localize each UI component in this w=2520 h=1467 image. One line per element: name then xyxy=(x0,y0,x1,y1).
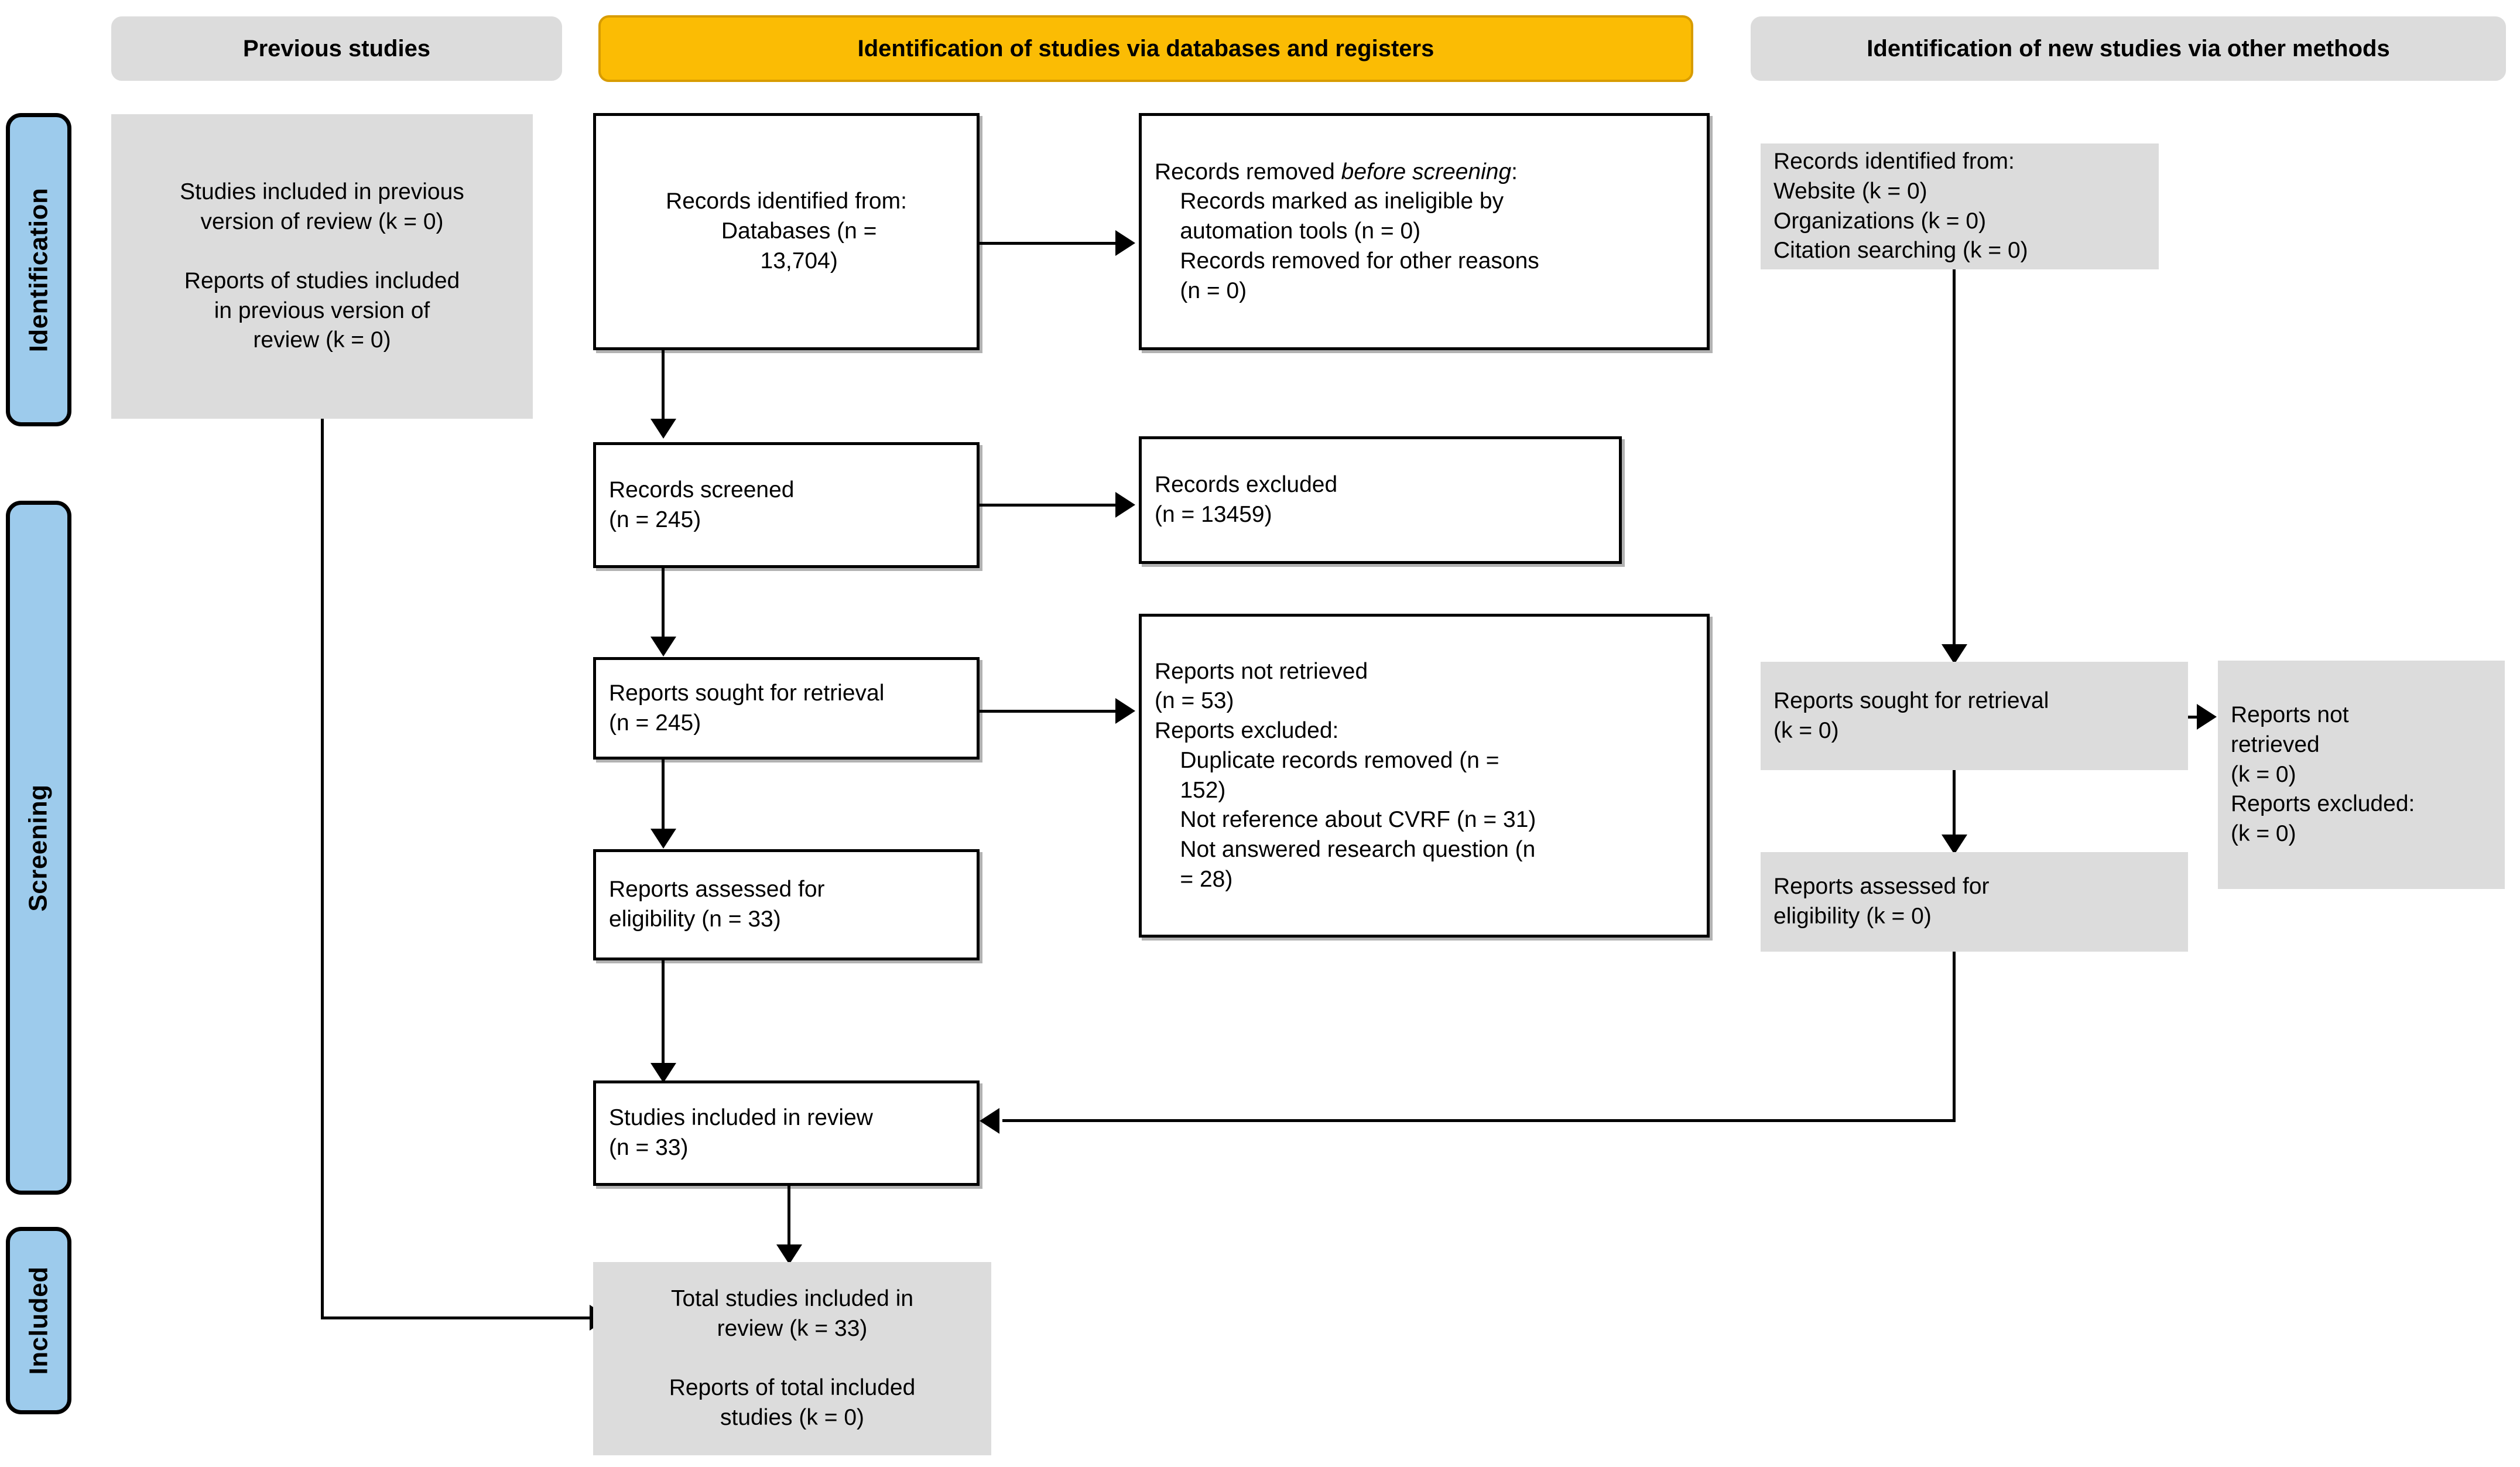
box-reports-not-retrieved-excluded: Reports not retrieved (n = 53) Reports e… xyxy=(1139,614,1710,938)
phase-bar-included-label: Included xyxy=(24,1266,53,1375)
connector-other-assessed-to-included-vertical xyxy=(1953,952,1956,1121)
header-identification-other-methods: Identification of new studies via other … xyxy=(1751,16,2506,81)
box-other-reports-assessed: Reports assessed for eligibility (k = 0) xyxy=(1761,852,2188,952)
connector-other-sought-to-notretrieved-arrowhead xyxy=(2197,704,2217,730)
connector-other-assessed-to-included-horizontal xyxy=(1002,1119,1956,1122)
box-previous-studies: Studies included in previous version of … xyxy=(111,114,533,419)
box-studies-included-in-review: Studies included in review (n = 33) xyxy=(593,1080,980,1186)
box-records-screened-text: Records screened (n = 245) xyxy=(609,477,795,532)
box-records-removed-before-screening-text: Records removed before screening: Record… xyxy=(1155,159,1539,303)
connector-other-assessed-to-included-arrowhead xyxy=(980,1108,999,1134)
box-other-reports-not-retrieved-text: Reports not retrieved (k = 0) Reports ex… xyxy=(2231,702,2415,847)
box-previous-studies-text: Studies included in previous version of … xyxy=(180,179,464,353)
box-reports-sought-for-retrieval: Reports sought for retrieval (n = 245) xyxy=(593,657,980,760)
box-records-removed-before-screening: Records removed before screening: Record… xyxy=(1139,113,1710,350)
connector-screened-to-sought-line xyxy=(662,568,665,640)
connector-screened-to-excluded-arrowhead xyxy=(1115,492,1135,518)
header-previous-studies-label: Previous studies xyxy=(242,35,431,61)
box-other-records-identified-text: Records identified from: Website (k = 0)… xyxy=(1773,149,2028,264)
connector-identified-to-removed-line xyxy=(980,242,1117,245)
box-total-studies-included-text: Total studies included in review (k = 33… xyxy=(669,1286,916,1431)
box-other-reports-sought: Reports sought for retrieval (k = 0) xyxy=(1761,662,2188,770)
phase-bar-identification-label: Identification xyxy=(24,187,53,352)
connector-assessed-to-included-arrowhead xyxy=(650,1063,676,1083)
box-other-reports-sought-text: Reports sought for retrieval (k = 0) xyxy=(1773,688,2049,743)
phase-bar-included: Included xyxy=(6,1227,71,1414)
box-total-studies-included: Total studies included in review (k = 33… xyxy=(593,1262,991,1455)
box-reports-assessed-for-eligibility-text: Reports assessed for eligibility (n = 33… xyxy=(609,877,825,932)
connector-identified-to-screened-arrowhead xyxy=(650,419,676,439)
box-records-identified: Records identified from: Databases (n = … xyxy=(593,113,980,350)
box-records-screened: Records screened (n = 245) xyxy=(593,442,980,568)
connector-other-sought-to-assessed-line xyxy=(1953,770,1956,837)
box-reports-assessed-for-eligibility: Reports assessed for eligibility (n = 33… xyxy=(593,849,980,960)
box-reports-not-retrieved-excluded-text: Reports not retrieved (n = 53) Reports e… xyxy=(1155,658,1536,892)
phase-bar-screening-label: Screening xyxy=(24,784,53,912)
connector-sought-to-notretrieved-arrowhead xyxy=(1115,698,1135,724)
box-studies-included-in-review-text: Studies included in review (n = 33) xyxy=(609,1105,873,1160)
box-other-reports-assessed-text: Reports assessed for eligibility (k = 0) xyxy=(1773,874,1990,929)
phase-bar-identification: Identification xyxy=(6,113,71,426)
phase-bar-screening: Screening xyxy=(6,501,71,1195)
box-records-identified-text: Records identified from: Databases (n = … xyxy=(666,189,907,273)
header-previous-studies: Previous studies xyxy=(111,16,562,81)
connector-identified-to-removed-arrowhead xyxy=(1115,230,1135,256)
box-records-excluded: Records excluded (n = 13459) xyxy=(1139,436,1622,564)
box-other-reports-not-retrieved: Reports not retrieved (k = 0) Reports ex… xyxy=(2218,661,2505,889)
header-identification-other-methods-label: Identification of new studies via other … xyxy=(1867,35,2390,61)
connector-included-to-total-arrowhead xyxy=(776,1244,802,1264)
header-identification-databases: Identification of studies via databases … xyxy=(598,15,1693,82)
connector-identified-to-screened-line xyxy=(662,350,665,422)
header-identification-databases-label: Identification of studies via databases … xyxy=(857,35,1434,61)
connector-assessed-to-included-line xyxy=(662,960,665,1066)
box-records-excluded-text: Records excluded (n = 13459) xyxy=(1155,472,1338,527)
box-other-records-identified: Records identified from: Website (k = 0)… xyxy=(1761,143,2159,269)
connector-sought-to-notretrieved-line xyxy=(980,710,1117,713)
connector-included-to-total-line xyxy=(788,1186,790,1247)
connector-other-identified-to-sought-line xyxy=(1953,269,1956,647)
connector-other-identified-to-sought-arrowhead xyxy=(1942,644,1967,664)
box-reports-sought-for-retrieval-text: Reports sought for retrieval (n = 245) xyxy=(609,680,885,736)
connector-sought-to-assessed-line xyxy=(662,760,665,832)
connector-screened-to-excluded-line xyxy=(980,504,1117,507)
connector-sought-to-assessed-arrowhead xyxy=(650,829,676,849)
connector-screened-to-sought-arrowhead xyxy=(650,637,676,656)
connector-previous-to-total-horizontal xyxy=(321,1316,591,1319)
connector-previous-to-total-vertical xyxy=(321,419,324,1319)
connector-other-sought-to-assessed-arrowhead xyxy=(1942,835,1967,854)
